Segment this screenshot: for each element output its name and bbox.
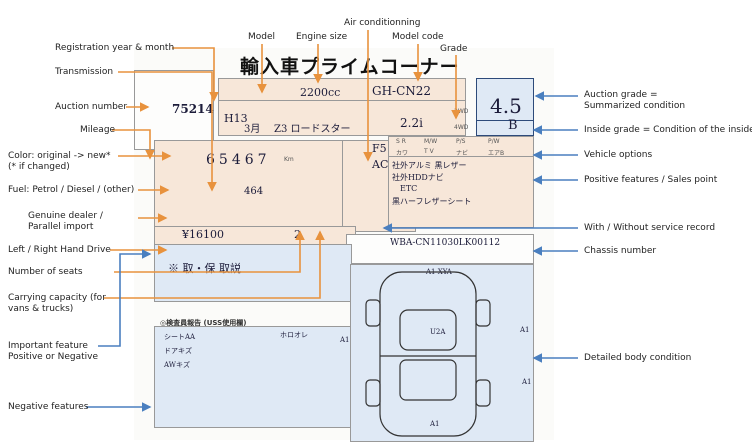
body-mark-6: A1 xyxy=(430,420,440,428)
registration-month-value: 3月 xyxy=(244,124,261,135)
label-engine-size: Engine size xyxy=(296,32,348,42)
body-mark-2: A1 xyxy=(520,326,530,334)
label-drive: Left / Right Hand Drive xyxy=(8,245,111,255)
option-ps: P/S xyxy=(456,138,466,145)
label-inside-grade: Inside grade = Condition of the inside xyxy=(584,125,752,135)
label-air-conditioning: Air conditionning xyxy=(344,18,421,28)
body-mark-5: A1 xyxy=(522,378,532,386)
sales-point-1: 社外アルミ 黒レザー xyxy=(392,161,467,170)
body-mark-3: A1 xyxy=(340,336,350,344)
option-navi: ナビ xyxy=(456,150,469,157)
ac-value: AC xyxy=(372,158,389,171)
label-color-note: (* if changed) xyxy=(8,162,70,172)
sheet-title: 輸入車プライムコーナー xyxy=(240,56,460,78)
label-vehicle-options: Vehicle options xyxy=(584,150,653,160)
vehicle-details-block xyxy=(154,140,370,232)
door-option-2wd: 2WD xyxy=(454,108,469,115)
auction-grade-value: 4.5 xyxy=(490,94,522,118)
option-mw: M/W xyxy=(424,138,438,145)
label-auction-grade-2: Summarized condition xyxy=(584,101,686,111)
label-negative: Negative features xyxy=(8,402,89,412)
label-seats: Number of seats xyxy=(8,267,83,277)
inside-grade-value: B xyxy=(508,118,518,133)
chassis-value: WBA-CN11030LK00112 xyxy=(390,238,501,248)
inspector-title: ◎検査員報告 (USS使用欄) xyxy=(160,319,247,327)
option-airbag: エアB xyxy=(488,150,505,157)
sales-point-3: ETC xyxy=(400,184,418,193)
mileage-unit: Km xyxy=(284,156,294,163)
grade-value: 2.2i xyxy=(400,116,423,130)
body-diagram-box xyxy=(350,264,534,442)
inspector-report-box xyxy=(154,326,352,428)
option-leather: カワ xyxy=(396,150,409,157)
label-color: Color: original -> new* xyxy=(8,151,111,161)
label-positive: Positive features / Sales point xyxy=(584,175,718,185)
label-important: Important feature xyxy=(8,341,88,351)
chassis-box xyxy=(346,234,534,264)
label-mileage: Mileage xyxy=(80,125,116,135)
label-body: Detailed body condition xyxy=(584,353,692,363)
label-dealer: Genuine dealer / xyxy=(28,211,103,221)
label-dealer-2: Parallel import xyxy=(28,222,94,232)
label-important-2: Positive or Negative xyxy=(8,352,99,362)
shift-value: F5 xyxy=(372,142,387,155)
label-capacity: Carrying capacity (for xyxy=(8,293,106,303)
inspector-extra: ホロオレ xyxy=(280,331,308,339)
model-code-value: GH-CN22 xyxy=(372,84,432,98)
label-model-code: Model code xyxy=(392,32,444,42)
price-value: ¥16100 xyxy=(182,228,224,241)
registration-year-value: H13 xyxy=(224,112,248,125)
sales-point-2: 社外HDDナビ xyxy=(392,173,444,182)
label-chassis: Chassis number xyxy=(584,246,657,256)
option-tv: T V xyxy=(424,148,434,155)
negative-note-2: ドアキズ xyxy=(164,347,192,355)
negative-note-3: AWキズ xyxy=(164,361,190,369)
label-service: With / Without service record xyxy=(584,223,716,233)
header-row-2 xyxy=(218,100,466,136)
sales-points-box xyxy=(388,156,534,228)
engine-size-value: 2200cc xyxy=(300,86,341,99)
mileage-value: 65467 xyxy=(206,152,271,168)
label-model: Model xyxy=(248,32,276,42)
label-auction-grade: Auction grade = xyxy=(584,90,658,100)
label-grade: Grade xyxy=(440,44,468,54)
model-value: Z3 ロードスター xyxy=(274,124,351,135)
label-auction-number: Auction number xyxy=(55,102,128,112)
sales-point-4: 黒ハーフレザーシート xyxy=(392,197,472,206)
auction-number-value: 75214 xyxy=(172,102,214,116)
label-fuel: Fuel: Petrol / Diesel / (other) xyxy=(8,185,135,195)
color-code-value: 464 xyxy=(244,186,264,197)
label-capacity-2: vans & trucks) xyxy=(8,304,74,314)
option-pw: P/W xyxy=(488,138,500,145)
negative-note-1: シートAA xyxy=(164,333,196,341)
label-transmission: Transmission xyxy=(55,67,114,77)
door-option-4wd: 4WD xyxy=(454,124,469,131)
label-registration: Registration year & month xyxy=(55,43,175,53)
car-outline-icon xyxy=(365,271,491,437)
option-sr: S R xyxy=(396,138,406,145)
body-mark-4: U2A xyxy=(430,328,446,336)
